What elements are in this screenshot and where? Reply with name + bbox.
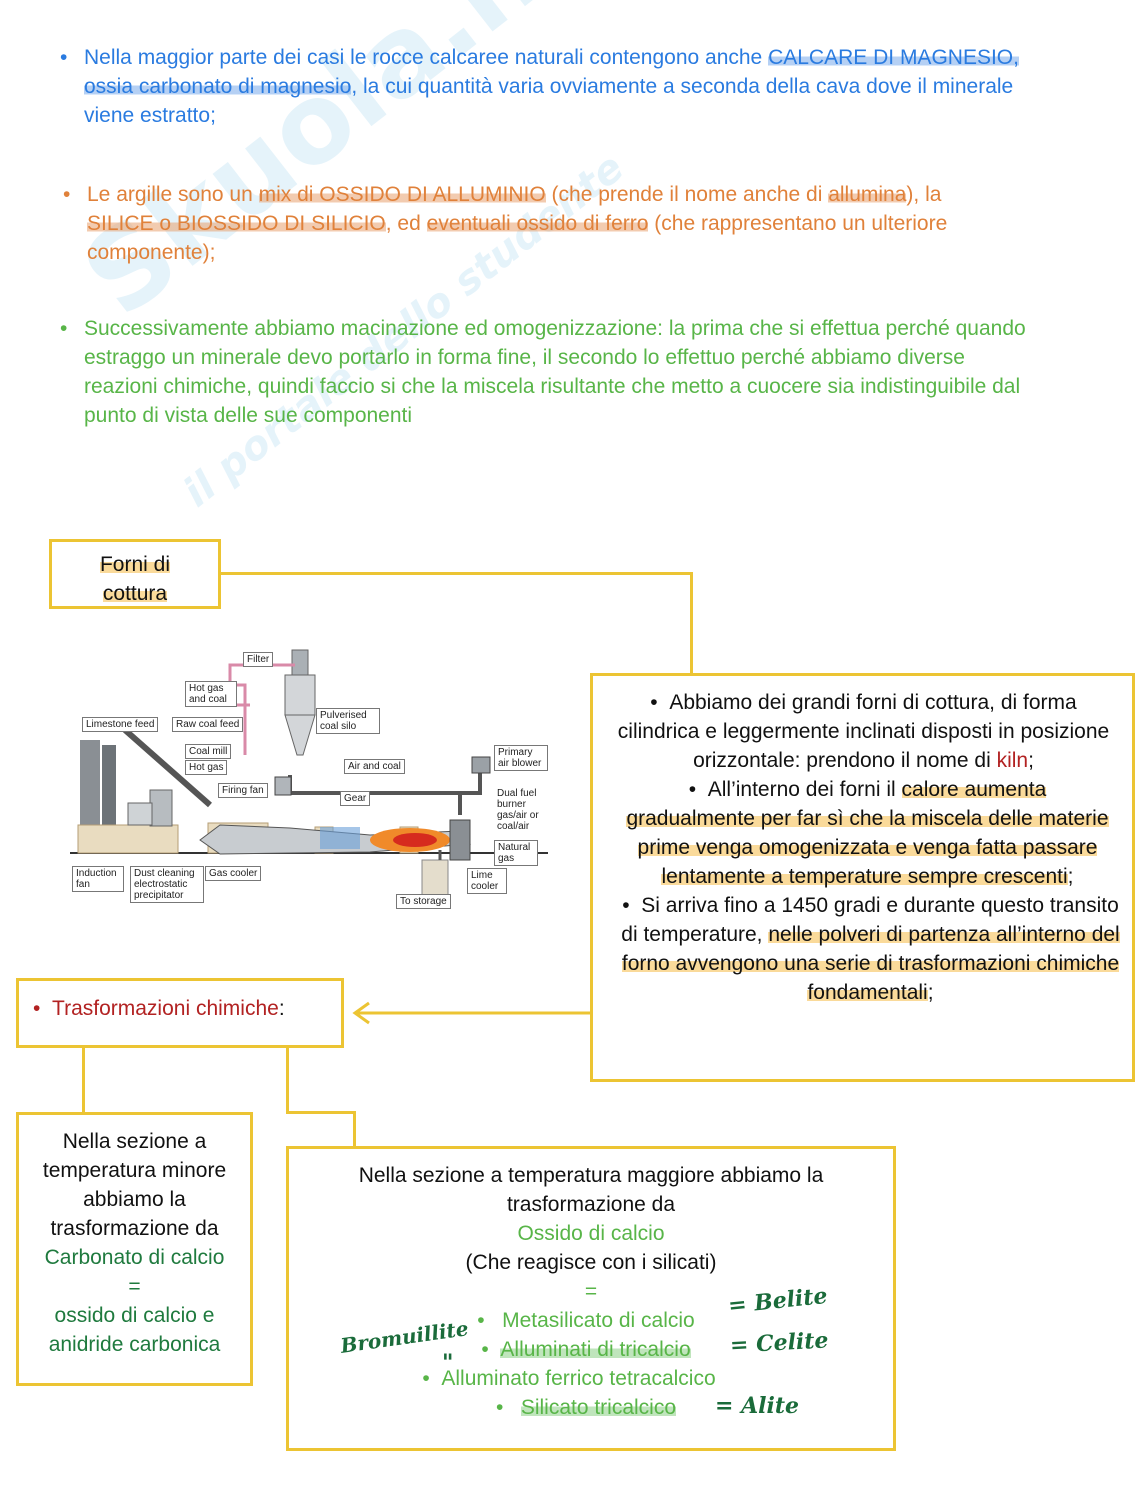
bullet-dot: • bbox=[63, 183, 71, 206]
bullet-dot: • bbox=[60, 46, 68, 69]
bullet2-h4: eventuali ossido di ferro bbox=[426, 212, 649, 235]
bullet-dot: • bbox=[33, 997, 53, 1020]
bullet1-pre: Nella maggior parte dei casi le rocce ca… bbox=[84, 46, 769, 69]
high-temp-box: Nella sezione a temperatura maggiore abb… bbox=[286, 1146, 896, 1451]
connector-trasf-left-v bbox=[82, 1046, 85, 1112]
arrow-left-icon bbox=[352, 1001, 593, 1025]
kiln-diagram: Filter Hot gas and coal Limestone feed R… bbox=[70, 645, 550, 920]
diagram-label-dust-cleaning: Dust cleaning electrostatic precipitator bbox=[130, 866, 204, 903]
diagram-label-lime-cooler: Lime cooler bbox=[467, 868, 507, 894]
bullet-macinazione: • Successivamente abbiamo macinazione ed… bbox=[60, 314, 1044, 430]
low-temp-box: Nella sezione a temperatura minore abbia… bbox=[16, 1112, 253, 1386]
connector-forni-v bbox=[690, 572, 693, 675]
forni-line2: cottura bbox=[102, 582, 168, 605]
bullet-dot: • bbox=[422, 1367, 442, 1390]
bullet2-h3: SILICE o BIOSSIDO DI SILICIO bbox=[87, 212, 386, 235]
low-green-3: anidride carbonica bbox=[48, 1333, 221, 1356]
diagram-label-coal-mill: Coal mill bbox=[185, 744, 232, 759]
connector-forni-h bbox=[218, 572, 693, 575]
high-line3: (Che reagisce con i silicati) bbox=[465, 1251, 717, 1274]
kiln-bullet-3-highlight: nelle polveri di partenza all’interno de… bbox=[621, 923, 1120, 1004]
diagram-label-to-storage: To storage bbox=[396, 894, 451, 909]
kiln-term: kiln bbox=[996, 749, 1029, 772]
kiln-bullet-3: • Si arriva fino a 1450 gradi e durante … bbox=[621, 894, 1120, 1004]
bullet-dot: • bbox=[477, 1309, 503, 1332]
bullet2-t1: Le argille sono un bbox=[87, 183, 259, 206]
bullet2-t3: ), la bbox=[906, 183, 942, 206]
diagram-label-limestone-feed: Limestone feed bbox=[82, 717, 159, 732]
handwritten-celite: = Celite bbox=[729, 1327, 830, 1359]
diagram-label-primary-air: Primary air blower bbox=[494, 745, 548, 771]
trasformazioni-label: Trasformazioni chimiche bbox=[52, 997, 279, 1020]
connector-trasf-right-v bbox=[286, 1046, 289, 1114]
forni-box: Forni di cottura bbox=[49, 539, 221, 609]
bullet3-text: Successivamente abbiamo macinazione ed o… bbox=[84, 317, 1026, 427]
bullet-dot: • bbox=[495, 1396, 521, 1419]
high-line1: Nella sezione a temperatura maggiore abb… bbox=[358, 1164, 824, 1187]
bullet-dot: • bbox=[688, 778, 708, 801]
kiln-bullet-2: • All’interno dei forni il calore aument… bbox=[626, 778, 1109, 888]
low-green-1: Carbonato di calcio bbox=[44, 1246, 225, 1269]
low-line: temperatura minore bbox=[42, 1159, 227, 1182]
diagram-label-induction-fan: Induction fan bbox=[72, 866, 124, 892]
bullet-dot: • bbox=[60, 317, 68, 340]
diagram-label-natural-gas: Natural gas bbox=[494, 840, 538, 866]
bullet-argille: • Le argille sono un mix di OSSIDO DI AL… bbox=[63, 180, 987, 267]
high-green1: Ossido di calcio bbox=[517, 1222, 665, 1245]
connector-high-v bbox=[353, 1111, 356, 1148]
bullet-dot: • bbox=[650, 691, 670, 714]
handwritten-alite: = Alite bbox=[715, 1393, 800, 1419]
handwritten-ditto: " bbox=[442, 1350, 454, 1376]
bullet2-t5: (che rappresentano un ulteriore componen… bbox=[87, 212, 948, 264]
bullet-dot: • bbox=[481, 1338, 501, 1361]
bullet-magnesium: • Nella maggior parte dei casi le rocce … bbox=[60, 43, 1044, 130]
diagram-label-dual-fuel: Dual fuel burner gas/air or coal/air bbox=[494, 787, 546, 833]
high-item-metasilicato: • Metasilicato di calcio bbox=[477, 1309, 695, 1332]
diagram-label-firing-fan: Firing fan bbox=[218, 783, 268, 798]
low-eq: = bbox=[128, 1275, 141, 1298]
high-line2: trasformazione da bbox=[506, 1193, 676, 1216]
connector-trasf-right-h bbox=[286, 1111, 356, 1114]
diagram-label-gear: Gear bbox=[340, 791, 371, 806]
high-item-alluminato-ferrico: • Alluminato ferrico tetracalcico bbox=[422, 1367, 716, 1390]
bullet-dot: • bbox=[622, 894, 642, 917]
forni-line1: Forni di bbox=[99, 553, 171, 576]
diagram-label-air-and-coal: Air and coal bbox=[344, 759, 405, 774]
trasformazioni-box: • Trasformazioni chimiche: bbox=[16, 978, 344, 1048]
high-item-silicato: • Silicato tricalcico bbox=[495, 1396, 677, 1419]
diagram-label-filter: Filter bbox=[243, 652, 274, 667]
kiln-diagram-drawing bbox=[70, 649, 548, 896]
bullet1-post: , la cui quantità varia ovviamente a sec… bbox=[84, 75, 1014, 127]
low-line: abbiamo la bbox=[83, 1188, 186, 1211]
diagram-label-hot-gas: Hot gas bbox=[185, 760, 228, 775]
diagram-label-raw-coal-feed: Raw coal feed bbox=[172, 717, 244, 732]
high-item-alluminati: • Alluminati di tricalcio bbox=[481, 1338, 691, 1361]
low-line: Nella sezione a bbox=[62, 1130, 207, 1153]
diagram-label-pulverised-silo: Pulverised coal silo bbox=[316, 708, 380, 734]
bullet2-t4: , ed bbox=[385, 212, 427, 235]
bullet2-h1: mix di OSSIDO DI ALLUMINIO bbox=[258, 183, 546, 206]
low-green-2: ossido di calcio e bbox=[54, 1304, 215, 1327]
bullet2-t2: (che prende il nome anche di bbox=[545, 183, 829, 206]
diagram-label-gas-cooler: Gas cooler bbox=[205, 866, 262, 881]
kiln-description-box: • Abbiamo dei grandi forni di cottura, d… bbox=[590, 673, 1135, 1082]
bullet2-h2: allumina bbox=[828, 183, 907, 206]
high-eq: = bbox=[584, 1280, 598, 1303]
low-line: trasformazione da bbox=[50, 1217, 219, 1240]
diagram-label-hot-gas-coal: Hot gas and coal bbox=[185, 681, 237, 707]
kiln-bullet-1: • Abbiamo dei grandi forni di cottura, d… bbox=[617, 691, 1110, 772]
